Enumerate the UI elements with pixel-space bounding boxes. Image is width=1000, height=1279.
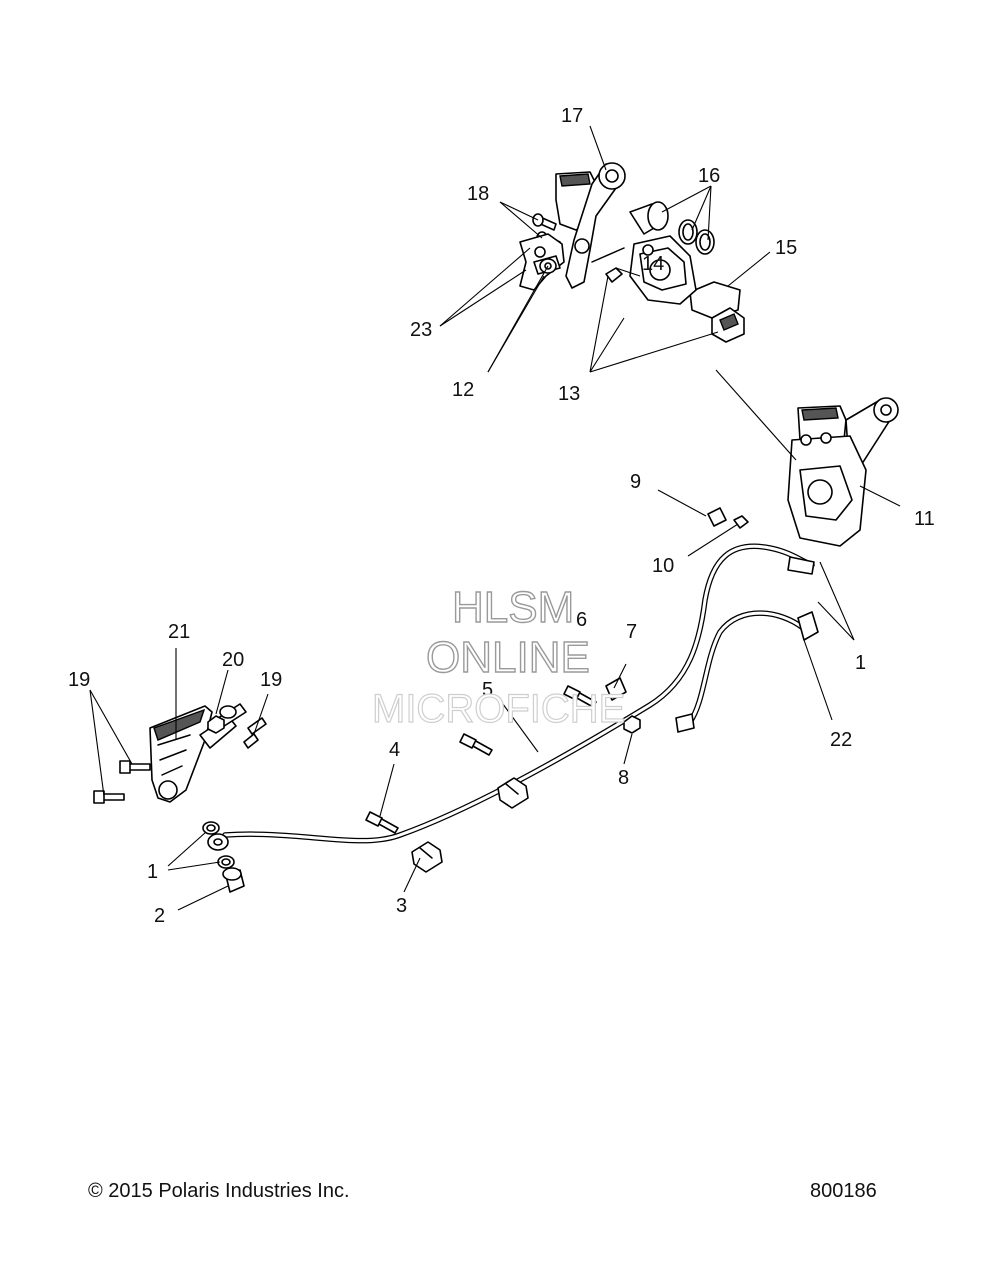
callout-3: 3 bbox=[396, 895, 407, 917]
callout-23: 23 bbox=[410, 319, 432, 341]
callout-numbers: 17 18 16 15 14 23 12 13 9 11 10 1 22 6 7… bbox=[68, 105, 935, 927]
callout-11: 11 bbox=[914, 508, 935, 530]
callout-5: 5 bbox=[482, 679, 493, 701]
screw-10 bbox=[733, 515, 749, 529]
crush-washer-lower bbox=[217, 855, 235, 869]
callout-6: 6 bbox=[576, 609, 587, 631]
banjo-bolt bbox=[222, 867, 245, 893]
caliper-piston-16 bbox=[629, 201, 669, 235]
callout-22: 22 bbox=[830, 729, 852, 751]
bolt-4 bbox=[365, 811, 399, 834]
watermark: HLSM ONLINE MICROFICHE bbox=[371, 582, 626, 731]
watermark-line-1: HLSM bbox=[452, 583, 574, 632]
bolt-19-lower bbox=[93, 790, 125, 804]
callout-21: 21 bbox=[168, 621, 190, 643]
bolt-6 bbox=[563, 685, 597, 708]
callout-2: 2 bbox=[154, 905, 165, 927]
callout-16: 16 bbox=[698, 165, 720, 187]
callout-18: 18 bbox=[467, 183, 489, 205]
banjo-fitting bbox=[207, 833, 229, 851]
line-clip-3b bbox=[497, 777, 529, 809]
callout-1-right: 1 bbox=[855, 652, 866, 674]
piston-seal-16b bbox=[695, 229, 715, 255]
nut-8 bbox=[623, 715, 641, 734]
bolt-4b bbox=[459, 733, 493, 756]
bleeder-14 bbox=[591, 247, 625, 283]
clip-9 bbox=[707, 507, 727, 527]
line-clip-3 bbox=[411, 841, 443, 873]
callout-19-right: 19 bbox=[260, 669, 282, 691]
callout-17: 17 bbox=[561, 105, 583, 127]
diagram-number: 800186 bbox=[810, 1180, 877, 1202]
watermark-line-3: MICROFICHE bbox=[372, 687, 625, 731]
callout-13: 13 bbox=[558, 383, 580, 405]
hose-end-fitting-upper bbox=[787, 556, 815, 575]
caliper-bolt-18-upper bbox=[532, 213, 557, 231]
callout-19-left: 19 bbox=[68, 669, 90, 691]
clip-7 bbox=[605, 677, 627, 701]
brake-pads-15 bbox=[689, 281, 745, 343]
callout-1-left: 1 bbox=[147, 861, 158, 883]
caliper-pin-12 bbox=[533, 255, 561, 275]
piston-seal-16a bbox=[678, 219, 698, 245]
leader-lines bbox=[89, 125, 901, 911]
hose-end-fitting-lower bbox=[675, 611, 819, 733]
callout-4: 4 bbox=[389, 739, 400, 761]
bolt-19-upper bbox=[119, 760, 151, 774]
watermark-line-2: ONLINE bbox=[426, 633, 590, 682]
nut-20 bbox=[207, 715, 225, 734]
callout-20: 20 bbox=[222, 649, 244, 671]
brake-hose-rear bbox=[687, 610, 806, 725]
copyright-text: © 2015 Polaris Industries Inc. bbox=[88, 1180, 350, 1202]
callout-9: 9 bbox=[630, 471, 641, 493]
caliper-body-13 bbox=[629, 235, 697, 305]
callout-7: 7 bbox=[626, 621, 637, 643]
callout-14: 14 bbox=[642, 253, 664, 275]
brake-line-main bbox=[222, 543, 815, 844]
crush-washer-upper bbox=[202, 821, 220, 835]
callout-8: 8 bbox=[618, 767, 629, 789]
callout-10: 10 bbox=[652, 555, 674, 577]
caliper-assembly bbox=[787, 397, 899, 547]
bolt-19-right bbox=[243, 717, 267, 749]
callout-12: 12 bbox=[452, 379, 474, 401]
callout-15: 15 bbox=[775, 237, 797, 259]
